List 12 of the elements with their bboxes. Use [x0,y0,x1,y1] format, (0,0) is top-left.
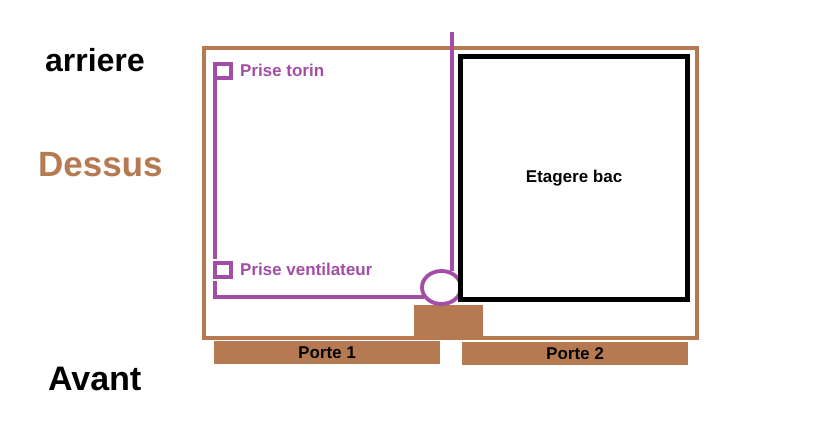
door-panel: Porte 1 [214,341,440,364]
wire [213,281,424,299]
shelf-box: Etagere bac [458,54,690,302]
wire [213,79,217,259]
side-label: Avant [48,360,142,399]
socket-label: Prise torin [240,61,324,81]
door-panel: Porte 2 [462,342,688,365]
wire [450,32,454,271]
cabinet-outline [202,46,699,340]
view-title: Dessus [38,145,163,185]
socket-label: Prise ventilateur [240,260,372,280]
side-label: arriere [45,42,145,79]
